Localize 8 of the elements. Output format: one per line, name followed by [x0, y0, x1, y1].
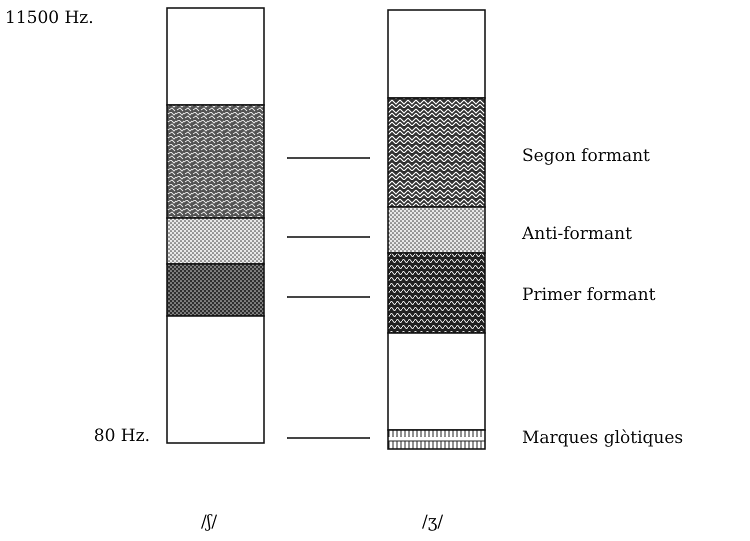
phoneme-label: /ʒ/: [422, 512, 444, 532]
axis-label: 11500 Hz.: [5, 8, 94, 28]
band-label: Anti-formant: [522, 224, 632, 244]
axis-label: 80 Hz.: [94, 426, 150, 446]
band-label: Segon formant: [522, 146, 650, 166]
band-label: Primer formant: [522, 285, 656, 305]
band-label: Marques glòtiques: [522, 428, 684, 448]
phoneme-label: /ʃ/: [201, 512, 218, 532]
